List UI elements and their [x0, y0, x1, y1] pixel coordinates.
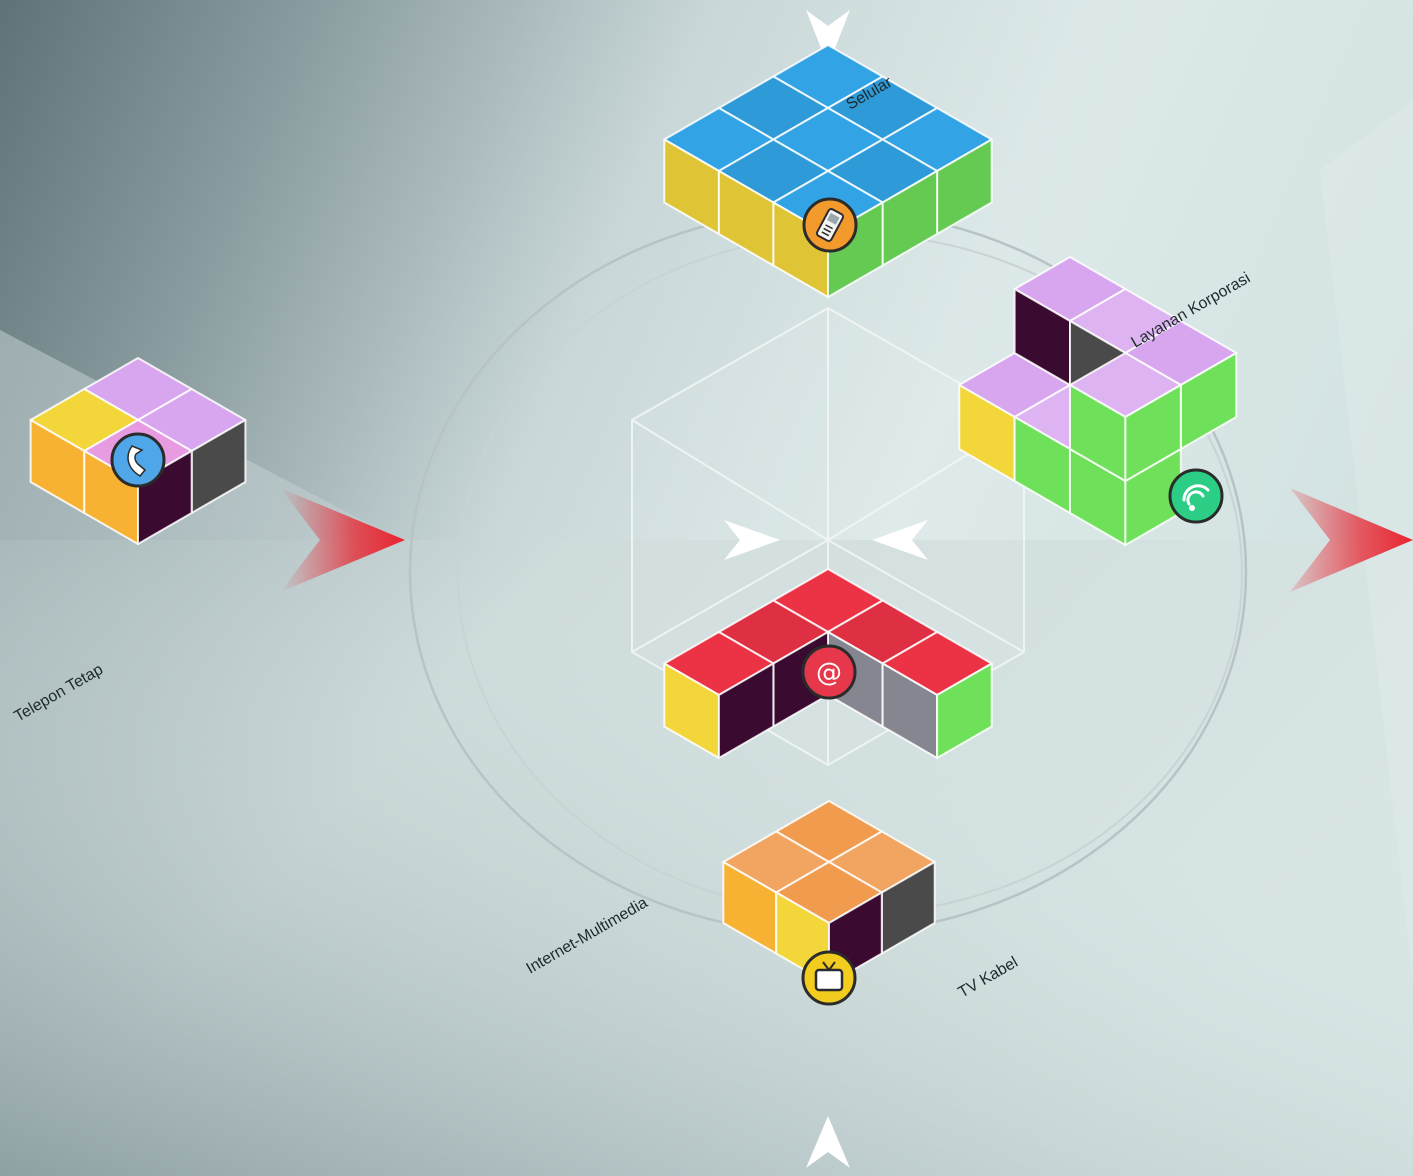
cube-face-right: [936, 662, 993, 759]
cube-face-right: [717, 662, 775, 759]
arrow-center-right: [872, 520, 928, 560]
internet-multimedia-cube-group: [663, 568, 993, 759]
arrow-bottom-white: [806, 1116, 850, 1168]
at-sign-icon: @: [801, 644, 857, 700]
television-icon: [801, 950, 857, 1006]
tv-kabel-cube-group: [722, 800, 936, 985]
mobile-phone-icon: [802, 197, 858, 253]
telephone-handset-icon: [110, 432, 166, 488]
layanan-korporasi-cube-group: [958, 256, 1238, 546]
cube-face-right: [1124, 384, 1182, 482]
arrow-left-red: [280, 488, 405, 592]
wireless-signal-icon: [1168, 468, 1224, 524]
arrow-top-white: [806, 10, 850, 66]
at-sign-glyph: @: [816, 658, 842, 688]
arrow-right-red: [1290, 488, 1413, 592]
selular-cube-group: [663, 44, 993, 298]
arrow-center-left: [724, 520, 780, 560]
